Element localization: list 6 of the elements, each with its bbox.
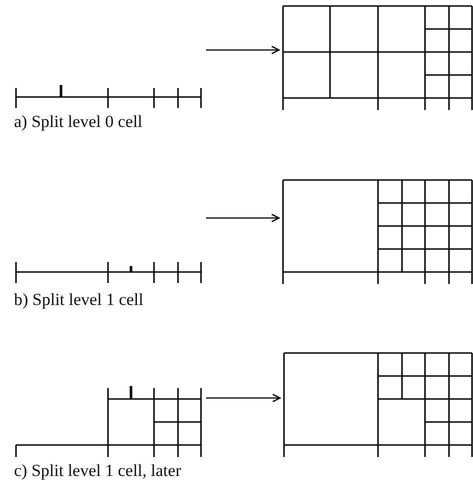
panel-caption: b) Split level 1 cell xyxy=(14,290,144,310)
panel-caption: a) Split level 0 cell xyxy=(14,112,142,132)
arrow xyxy=(206,46,280,54)
panel-caption: c) Split level 1 cell, later xyxy=(14,461,182,481)
arrow xyxy=(206,394,281,402)
arrow xyxy=(206,214,280,222)
